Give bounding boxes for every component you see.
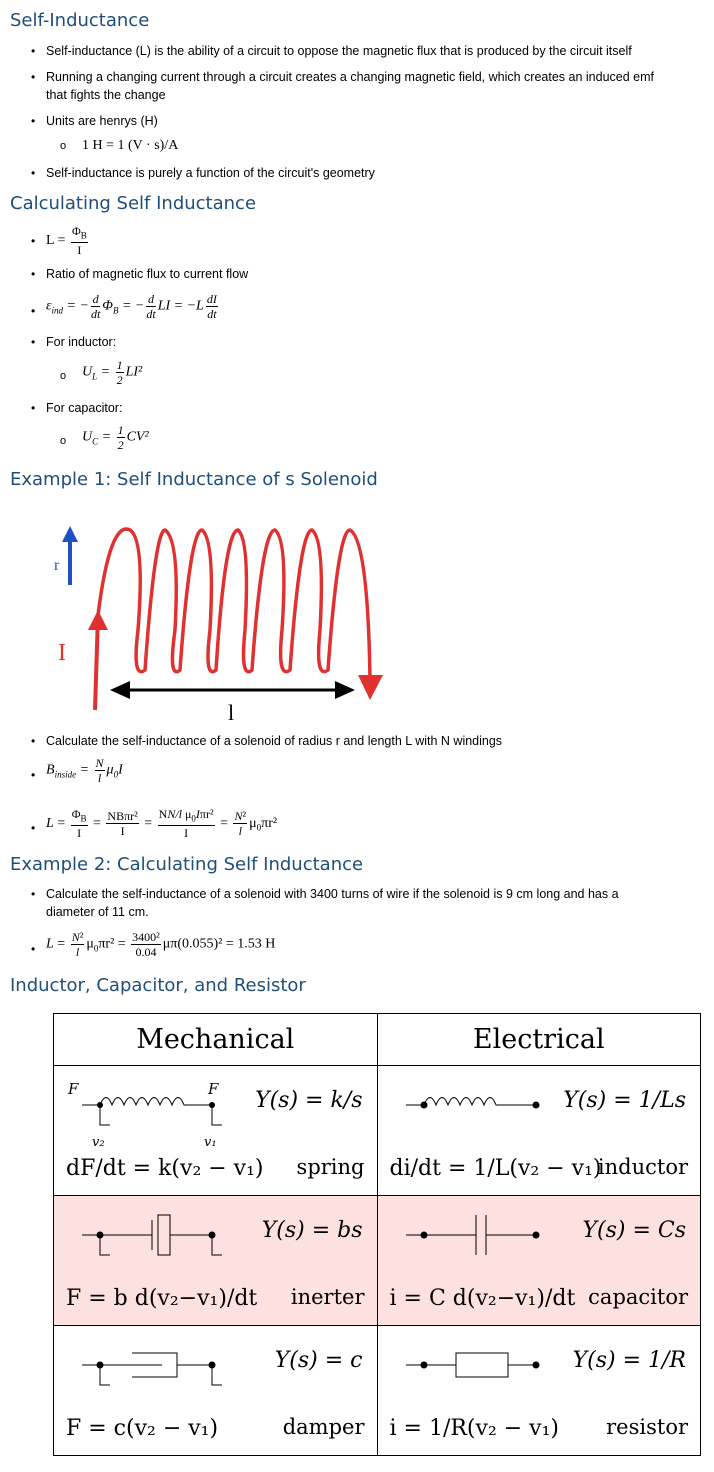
spring-diagram: F Fv₂ v₁ <box>67 1080 222 1150</box>
svg-text:F: F <box>67 1080 79 1098</box>
heading-self-inductance: Self-Inductance <box>10 10 150 31</box>
heading-components: Inductor, Capacitor, and Resistor <box>10 975 306 996</box>
bullet-text: that fights the change <box>46 88 166 102</box>
inductor-diagram <box>405 1097 539 1109</box>
bullet-text: Self-inductance (L) is the ability of a … <box>46 44 632 58</box>
bullet-text: For capacitor: <box>46 401 123 415</box>
bullet-text: For inductor: <box>46 335 117 349</box>
header-mechanical: Mechanical <box>53 1013 378 1066</box>
bullet-text: Calculate the self-inductance of a solen… <box>46 734 503 748</box>
solenoid-figure: r I l <box>54 526 383 725</box>
svg-text:v₂: v₂ <box>92 1135 105 1150</box>
I-label: I <box>58 640 66 666</box>
heading-example1: Example 1: Self Inductance of s Solenoid <box>10 469 378 490</box>
bullet-text: Calculate the self-inductance of a solen… <box>46 887 619 901</box>
bullet-text: diameter of 11 cm. <box>46 905 149 919</box>
damper-diagram <box>82 1352 222 1386</box>
svg-text:v₁: v₁ <box>204 1135 217 1150</box>
heading-example2: Example 2: Calculating Self Inductance <box>10 854 364 875</box>
heading-calculating: Calculating Self Inductance <box>10 193 257 214</box>
svg-text:F: F <box>207 1080 219 1098</box>
resistor-diagram <box>405 1352 539 1378</box>
bullet-text: Self-inductance is purely a function of … <box>46 166 375 180</box>
inerter-diagram <box>82 1214 222 1256</box>
l-label: l <box>228 700 234 725</box>
header-electrical: Electrical <box>376 1013 701 1066</box>
units-formula: 1 H = 1 (V · s)/A <box>82 138 179 153</box>
bullet-text: Running a changing current through a cir… <box>46 70 654 84</box>
bullet-text: Units are henrys (H) <box>46 114 158 128</box>
bullet-text: Ratio of magnetic flux to current flow <box>46 267 249 281</box>
r-label: r <box>54 557 60 574</box>
capacitor-diagram <box>405 1215 539 1255</box>
